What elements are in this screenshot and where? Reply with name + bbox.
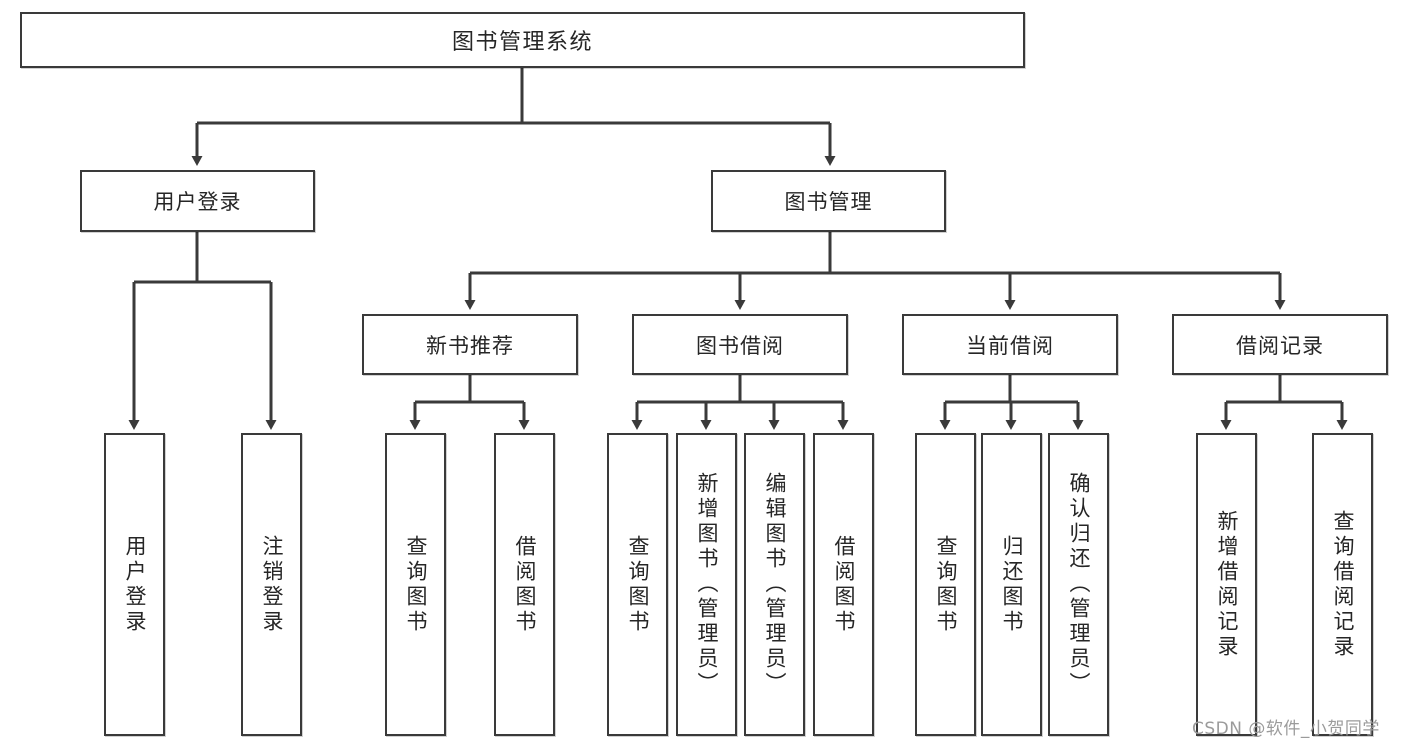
node-leaf-borrow-book-1[interactable]: 借阅图书	[494, 433, 555, 736]
node-leaf-query-book-1-label: 查询图书	[404, 534, 428, 635]
node-leaf-query-book-1[interactable]: 查询图书	[385, 433, 446, 736]
node-user-login[interactable]: 用户登录	[80, 170, 315, 232]
node-borrow-record[interactable]: 借阅记录	[1172, 314, 1388, 375]
node-root[interactable]: 图书管理系统	[20, 12, 1025, 68]
node-root-label: 图书管理系统	[451, 30, 593, 55]
node-borrow-record-label: 借阅记录	[1236, 333, 1324, 358]
node-leaf-borrow-book-1-label: 借阅图书	[513, 534, 537, 635]
node-leaf-query-record[interactable]: 查询借阅记录	[1312, 433, 1373, 736]
node-leaf-user-logout-label: 注销登录	[260, 534, 284, 635]
node-book-manage[interactable]: 图书管理	[711, 170, 946, 232]
node-book-manage-label: 图书管理	[784, 190, 873, 214]
node-leaf-add-book-label: 新增图书（管理员）	[695, 472, 719, 697]
node-new-book-recommend-label: 新书推荐	[426, 333, 514, 358]
node-leaf-user-login-label: 用户登录	[123, 534, 147, 635]
node-leaf-confirm-return[interactable]: 确认归还（管理员）	[1048, 433, 1109, 736]
node-current-borrow-label: 当前借阅	[966, 333, 1054, 358]
node-leaf-user-logout[interactable]: 注销登录	[241, 433, 302, 736]
node-leaf-edit-book[interactable]: 编辑图书（管理员）	[744, 433, 805, 736]
node-leaf-add-record-label: 新增借阅记录	[1215, 509, 1239, 660]
node-leaf-query-book-3-label: 查询图书	[934, 534, 958, 635]
node-leaf-return-book[interactable]: 归还图书	[981, 433, 1042, 736]
node-leaf-borrow-book-2-label: 借阅图书	[832, 534, 856, 635]
node-leaf-query-book-3[interactable]: 查询图书	[915, 433, 976, 736]
node-leaf-borrow-book-2[interactable]: 借阅图书	[813, 433, 874, 736]
node-new-book-recommend[interactable]: 新书推荐	[362, 314, 578, 375]
watermark: CSDN @软件_小贺同学	[1192, 719, 1380, 739]
node-leaf-add-book[interactable]: 新增图书（管理员）	[676, 433, 737, 736]
node-leaf-add-record[interactable]: 新增借阅记录	[1196, 433, 1257, 736]
node-leaf-query-book-2-label: 查询图书	[626, 534, 650, 635]
node-leaf-edit-book-label: 编辑图书（管理员）	[763, 472, 787, 697]
node-leaf-return-book-label: 归还图书	[1000, 534, 1024, 635]
node-leaf-query-record-label: 查询借阅记录	[1331, 509, 1355, 660]
node-user-login-label: 用户登录	[153, 190, 242, 214]
node-book-borrow[interactable]: 图书借阅	[632, 314, 848, 375]
node-book-borrow-label: 图书借阅	[696, 333, 784, 358]
node-leaf-confirm-return-label: 确认归还（管理员）	[1067, 472, 1091, 697]
node-current-borrow[interactable]: 当前借阅	[902, 314, 1118, 375]
node-leaf-user-login[interactable]: 用户登录	[104, 433, 165, 736]
node-leaf-query-book-2[interactable]: 查询图书	[607, 433, 668, 736]
